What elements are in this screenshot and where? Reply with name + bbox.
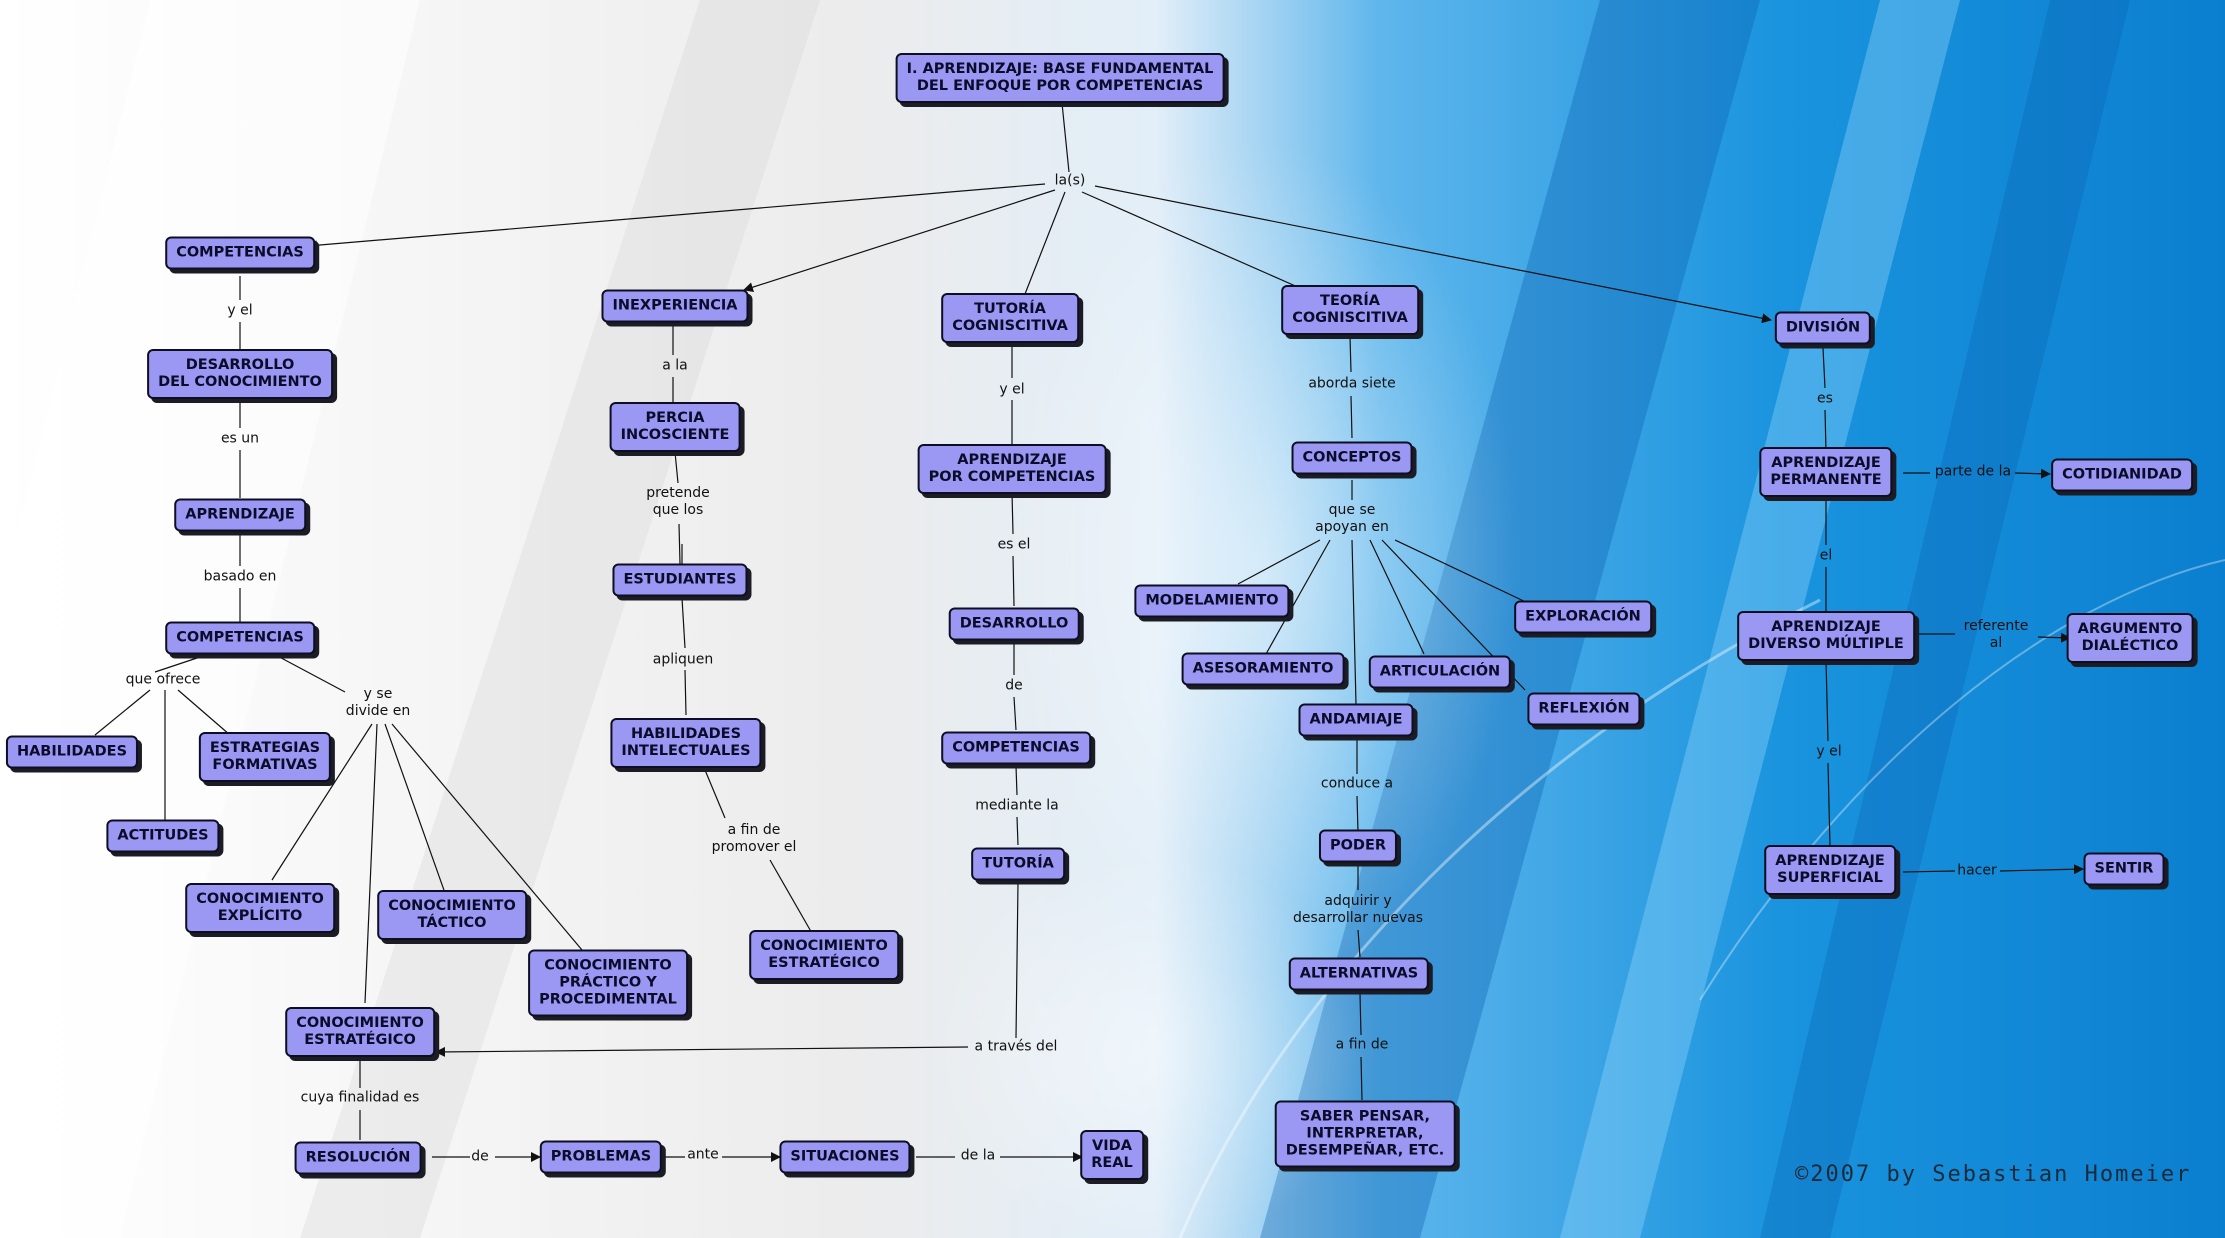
link-label-de-desarrollo: de [1005, 678, 1023, 695]
link-label-basado-en: basado en [204, 569, 277, 586]
link-label-a-fin-de: a fin de [1336, 1037, 1389, 1054]
link-label-referente-al: referente al [1964, 618, 2029, 652]
link-label-las: la(s) [1055, 173, 1086, 190]
link-label-apliquen: apliquen [653, 652, 714, 669]
node-habilidades-intelectuales[interactable]: HABILIDADES INTELECTUALES [610, 718, 761, 768]
link-label-y-se-divide: y se divide en [346, 686, 410, 720]
link-label-de: de [471, 1149, 489, 1166]
link-label-pretende: pretende que los [646, 485, 709, 519]
link-label-y-el: y el [227, 303, 252, 320]
node-aprendizaje-diverso[interactable]: APRENDIZAJE DIVERSO MÚLTIPLE [1737, 611, 1915, 661]
link-label-mediante-la: mediante la [975, 798, 1059, 815]
root-node[interactable]: I. APRENDIZAJE: BASE FUNDAMENTAL DEL ENF… [896, 53, 1225, 103]
link-label-que-ofrece: que ofrece [126, 672, 201, 689]
link-label-ante: ante [687, 1147, 719, 1164]
link-label-a-la: a la [662, 358, 688, 375]
node-asesoramiento[interactable]: ASESORAMIENTO [1182, 653, 1345, 686]
copyright-credit: ©2007 by Sebastian Homeier [1795, 1162, 2191, 1187]
node-exploracion[interactable]: EXPLORACIÓN [1514, 601, 1652, 634]
node-teoria-cogniscitiva[interactable]: TEORÍA COGNISCITIVA [1281, 285, 1419, 335]
node-division[interactable]: DIVISIÓN [1775, 312, 1871, 345]
node-competencias-top[interactable]: COMPETENCIAS [165, 237, 315, 270]
node-aprendizaje-permanente[interactable]: APRENDIZAJE PERMANENTE [1759, 447, 1892, 497]
link-label-que-se-apoyan: que se apoyan en [1315, 502, 1389, 536]
node-aprendizaje[interactable]: APRENDIZAJE [174, 499, 306, 532]
node-conocimiento-tactico[interactable]: CONOCIMIENTO TÁCTICO [377, 890, 527, 940]
node-conocimiento-estrategico-left[interactable]: CONOCIMIENTO ESTRATÉGICO [285, 1007, 435, 1057]
node-conceptos[interactable]: CONCEPTOS [1292, 442, 1413, 475]
node-articulacion[interactable]: ARTICULACIÓN [1369, 656, 1511, 689]
link-label-adquirir: adquirir y desarrollar nuevas [1293, 893, 1423, 927]
node-inexperiencia[interactable]: INEXPERIENCIA [601, 290, 748, 323]
node-conocimiento-explicito[interactable]: CONOCIMIENTO EXPLÍCITO [185, 883, 335, 933]
node-resolucion[interactable]: RESOLUCIÓN [295, 1142, 422, 1175]
link-label-es-un: es un [221, 431, 259, 448]
link-label-conduce-a: conduce a [1321, 776, 1393, 793]
node-modelamiento[interactable]: MODELAMIENTO [1134, 585, 1289, 618]
node-tutoria-cogniscitiva[interactable]: TUTORÍA COGNISCITIVA [941, 293, 1079, 343]
node-conocimiento-estrategico-mid[interactable]: CONOCIMIENTO ESTRATÉGICO [749, 930, 899, 980]
node-estudiantes[interactable]: ESTUDIANTES [612, 564, 747, 597]
node-cotidianidad[interactable]: COTIDIANIDAD [2051, 459, 2193, 492]
link-label-aborda-siete: aborda siete [1308, 376, 1395, 393]
node-aprendizaje-competencias[interactable]: APRENDIZAJE POR COMPETENCIAS [918, 444, 1107, 494]
link-label-y-el-superficial: y el [1816, 744, 1841, 761]
link-label-parte-de-la: parte de la [1935, 464, 2011, 481]
node-desarrollo[interactable]: DESARROLLO [949, 608, 1080, 641]
link-label-a-traves-del: a través del [975, 1039, 1058, 1056]
link-label-cuya-finalidad: cuya finalidad es [301, 1090, 420, 1107]
node-saber-pensar[interactable]: SABER PENSAR, INTERPRETAR, DESEMPEÑAR, E… [1275, 1101, 1456, 1168]
node-reflexion[interactable]: REFLEXIÓN [1527, 693, 1640, 726]
node-alternativas[interactable]: ALTERNATIVAS [1289, 958, 1429, 991]
node-problemas[interactable]: PROBLEMAS [540, 1141, 662, 1174]
node-conocimiento-practico[interactable]: CONOCIMIENTO PRÁCTICO Y PROCEDIMENTAL [528, 950, 688, 1017]
node-actitudes[interactable]: ACTITUDES [106, 820, 219, 853]
node-argumento-dialectico[interactable]: ARGUMENTO DIALÉCTICO [2067, 613, 2194, 663]
link-label-y-el-tutoria: y el [999, 382, 1024, 399]
node-desarrollo-conocimiento[interactable]: DESARROLLO DEL CONOCIMIENTO [147, 349, 333, 399]
link-label-es: es [1817, 391, 1833, 408]
node-habilidades[interactable]: HABILIDADES [6, 736, 138, 769]
node-percia-inconsciente[interactable]: PERCIA INCOSCIENTE [610, 402, 741, 452]
node-competencias-mid[interactable]: COMPETENCIAS [165, 622, 315, 655]
node-andamiaje[interactable]: ANDAMIAJE [1299, 704, 1414, 737]
node-sentir[interactable]: SENTIR [2084, 853, 2165, 886]
node-aprendizaje-superficial[interactable]: APRENDIZAJE SUPERFICIAL [1764, 845, 1896, 895]
node-poder[interactable]: PODER [1319, 830, 1397, 863]
node-estrategias-formativas[interactable]: ESTRATEGIAS FORMATIVAS [199, 732, 331, 782]
link-label-hacer: hacer [1957, 863, 1997, 880]
node-competencias-tutoria[interactable]: COMPETENCIAS [941, 732, 1091, 765]
node-situaciones[interactable]: SITUACIONES [779, 1141, 910, 1174]
node-tutoria[interactable]: TUTORÍA [971, 848, 1065, 881]
node-vida-real[interactable]: VIDA REAL [1080, 1130, 1144, 1180]
link-label-es-el: es el [998, 537, 1031, 554]
link-label-a-fin-de-promover: a fin de promover el [712, 822, 797, 856]
link-label-de-la: de la [961, 1148, 995, 1165]
link-label-el: el [1820, 548, 1833, 565]
